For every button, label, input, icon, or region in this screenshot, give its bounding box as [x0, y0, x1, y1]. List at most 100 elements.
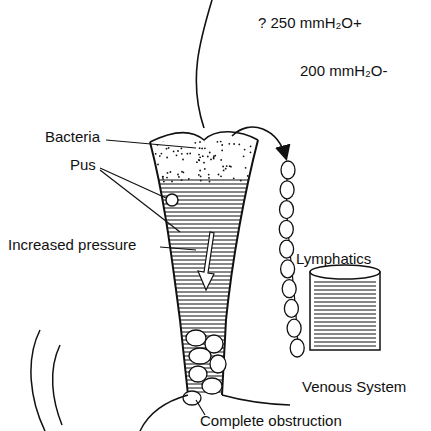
lymph-node-bead — [280, 201, 294, 219]
hatch-line — [314, 290, 376, 291]
hatch-line — [314, 326, 376, 327]
bacteria-dot — [167, 172, 169, 174]
bacteria-dot — [171, 139, 173, 141]
bacteria-dot — [210, 138, 212, 140]
hatch-line — [140, 311, 270, 312]
cecum-line — [53, 345, 62, 425]
hatch-line — [140, 323, 270, 324]
hatch-line — [140, 299, 270, 300]
bacteria-dot — [162, 140, 164, 142]
bacteria-dot — [250, 145, 252, 147]
bacteria-dot — [181, 148, 183, 150]
lymph-node-bead — [287, 319, 301, 337]
bacteria-dot — [166, 177, 168, 179]
bacteria-dot — [228, 143, 230, 145]
lymph-node-bead — [280, 240, 294, 258]
lymph-node-bead — [281, 260, 295, 278]
bacteria-dot — [209, 152, 211, 154]
hatch-line — [314, 302, 376, 303]
leader-line — [106, 140, 196, 148]
bacteria-dot — [162, 138, 164, 140]
hatch-line — [140, 219, 270, 220]
bacteria-dot — [168, 147, 170, 149]
bacteria-dot — [229, 165, 231, 167]
lymph-node-bead — [279, 220, 293, 238]
bacteria-dot — [203, 162, 205, 164]
hatch-line — [140, 191, 270, 192]
vein-hatching — [314, 282, 376, 346]
bacteria-dot — [198, 154, 200, 156]
hatch-line — [314, 318, 376, 319]
bacteria-dot — [166, 148, 168, 150]
lymph-node-bead — [282, 280, 296, 298]
bacteria-dot — [208, 177, 210, 179]
bacteria-dot — [222, 166, 224, 168]
hatch-line — [140, 319, 270, 320]
bacteria-dot — [161, 153, 163, 155]
bacteria-dot — [162, 176, 164, 178]
callout-label: Bacteria — [45, 128, 100, 145]
bacteria-dot — [189, 153, 191, 155]
bacteria-dot — [199, 147, 201, 149]
callout-label: Venous System — [302, 378, 406, 395]
bacteria-dot — [245, 167, 247, 169]
leader-line — [160, 247, 196, 250]
callout-label: 200 mmH₂O- — [300, 62, 388, 79]
fecalith-stones — [183, 330, 226, 405]
hatch-line — [140, 231, 270, 232]
bacteria-dot — [198, 159, 200, 161]
callout-label: Lymphatics — [296, 250, 371, 267]
bacteria-dot — [177, 150, 179, 152]
bacteria-dot — [157, 164, 159, 166]
bacteria-dot — [201, 148, 203, 150]
bacteria-dot — [173, 151, 175, 153]
hatch-line — [140, 227, 270, 228]
bacteria-dot — [171, 181, 173, 183]
bacteria-dot — [187, 153, 189, 155]
bacteria-dot — [225, 168, 227, 170]
bacteria-dot — [233, 143, 235, 145]
bacteria-dot — [199, 156, 201, 158]
callout-label: ? 250 mmH₂O+ — [258, 14, 362, 31]
bacteria-dot — [172, 139, 174, 141]
lymph-node-bead — [281, 161, 295, 179]
bacteria-dot — [170, 171, 172, 173]
hatch-line — [140, 331, 270, 332]
hatch-line — [140, 303, 270, 304]
stone — [189, 348, 211, 364]
bacteria-dot — [176, 154, 178, 156]
cecum-line — [31, 330, 45, 431]
stone — [210, 355, 226, 373]
pressure-arrow — [198, 232, 214, 290]
hatch-line — [140, 327, 270, 328]
callout-label: Pus — [70, 156, 96, 173]
bacteria-dot — [200, 180, 202, 182]
hatch-line — [140, 295, 270, 296]
stone — [202, 378, 222, 394]
hatch-line — [314, 306, 376, 307]
bacteria-dot — [196, 161, 198, 163]
hatch-line — [314, 342, 376, 343]
hatch-line — [140, 255, 270, 256]
lymph-node-bead — [280, 181, 294, 199]
bacteria-dot — [198, 174, 200, 176]
hatch-line — [140, 259, 270, 260]
bacteria-dot — [250, 151, 252, 153]
inflow-line — [196, 0, 212, 128]
bacteria-dot — [210, 159, 212, 161]
bacteria-dot — [243, 155, 245, 157]
bacteria-dot — [213, 158, 215, 160]
bacteria-dot — [200, 176, 202, 178]
stone — [189, 366, 207, 382]
hatch-line — [314, 334, 376, 335]
bacteria-dot — [221, 144, 223, 146]
leader-lines — [100, 140, 205, 415]
bacteria-dot — [202, 155, 204, 157]
hatch-line — [140, 211, 270, 212]
bacteria-dot — [217, 141, 219, 143]
bacteria-dot — [244, 149, 246, 151]
hatch-line — [140, 199, 270, 200]
bacteria-dot — [220, 159, 222, 161]
bacteria-dot — [182, 159, 184, 161]
